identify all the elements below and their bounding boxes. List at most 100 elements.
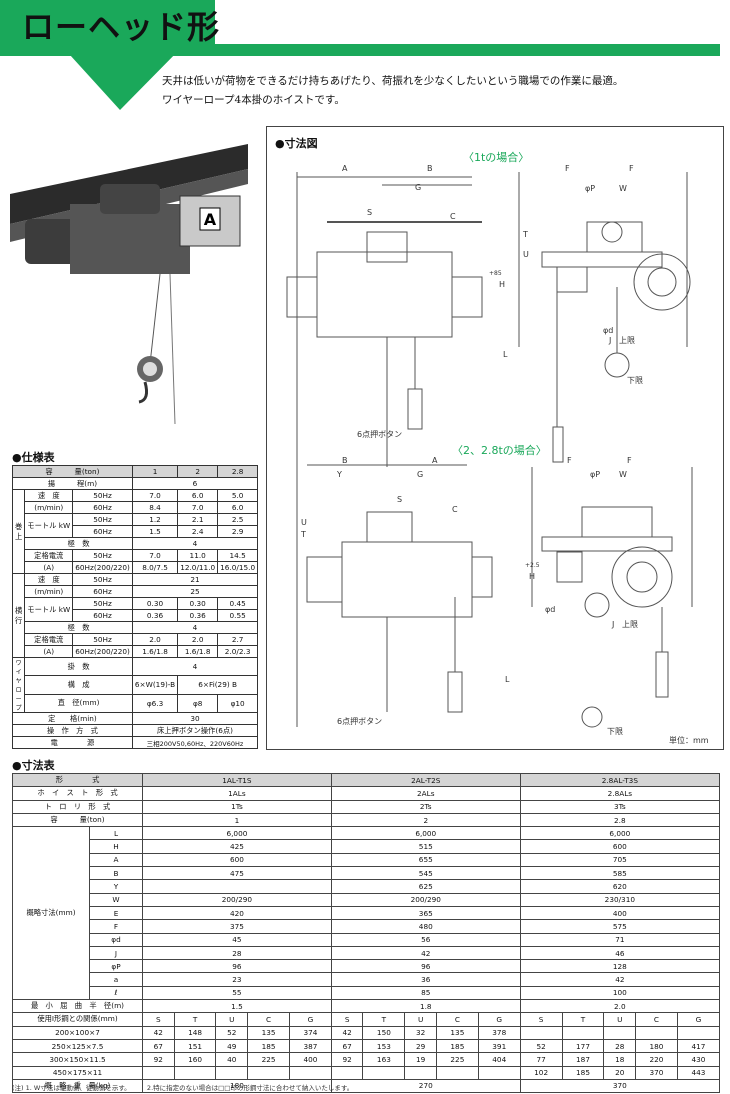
spec-cell: 60Hz(200/220) <box>72 561 133 574</box>
dims-cell: 400 <box>519 905 721 921</box>
dims-cell: G <box>676 1012 721 1027</box>
dims-cell: 2 <box>330 812 521 828</box>
dims-cell: 270 <box>330 1078 521 1094</box>
spec-cell: 定格電流 <box>24 633 74 646</box>
spec-row: モートル kW 50Hz 0.30 0.30 0.45 <box>13 597 259 622</box>
spec-cell: 4 <box>131 621 259 634</box>
dims-cell: L <box>89 826 143 841</box>
dims-cell: 40 <box>215 1052 249 1067</box>
dim-label-w2: W <box>619 470 627 479</box>
lower-limit-label-1: 下限 <box>627 376 643 385</box>
dims-cell: 443 <box>676 1065 721 1080</box>
dims-cell: 300×150×11.5 <box>12 1052 143 1067</box>
dims-cell <box>142 879 332 894</box>
dims-cell: 585 <box>519 866 721 881</box>
dims-cell: 230/310 <box>519 892 721 907</box>
spec-cell: 定格電流 <box>24 549 74 562</box>
dims-cell: 400 <box>288 1052 332 1067</box>
dim-label-j2: J <box>611 620 614 629</box>
lower-limit-label-2: 下限 <box>607 727 623 736</box>
dims-cell: 185 <box>435 1038 479 1054</box>
dims-cell: 96 <box>142 959 332 974</box>
spec-section-title: ●仕様表 <box>12 451 55 464</box>
spec-cell: 16.0/15.0 <box>217 561 259 574</box>
dims-cell: 最 小 屈 曲 半 径(m) <box>12 999 143 1014</box>
footnote: (注) 1. W寸法は駆動側、従動側を示す。 2.特に指定のない場合は□□印の形… <box>12 1084 354 1092</box>
dims-row: 容 量(ton) 1 2 2.8 <box>12 812 721 828</box>
spec-cell: 構 成 <box>24 675 133 695</box>
dims-cell: 370 <box>635 1065 678 1080</box>
dims-cell: 430 <box>676 1052 721 1067</box>
dims-cell: 151 <box>173 1038 217 1054</box>
spec-cell: 8.4 <box>131 501 179 514</box>
dims-cell: 600 <box>142 852 332 868</box>
spec-cell: 30 <box>131 712 259 725</box>
dims-cell: 1ALs <box>142 786 332 801</box>
dims-cell: 515 <box>330 839 521 854</box>
spec-row: (A) 60Hz(200/220) 1.6/1.8 1.6/1.8 2.0/2.… <box>13 645 259 658</box>
dims-cell: 19 <box>404 1052 437 1067</box>
spec-row: 60Hz 1.5 2.4 2.9 <box>13 525 259 538</box>
dim-label-c: C <box>450 212 456 221</box>
spec-cell: 速 度 <box>24 489 74 502</box>
dims-cell: U <box>404 1012 437 1027</box>
dim-label-b2: B <box>342 456 348 465</box>
dims-cell: 92 <box>142 1052 175 1067</box>
dims-cell: 42 <box>330 945 521 961</box>
dims-cell <box>173 1065 217 1080</box>
spec-cell: 操 作 方 式 <box>12 724 133 737</box>
dims-cell: T <box>362 1012 406 1027</box>
dims-cell: 163 <box>362 1052 406 1067</box>
spec-cell: 掛 数 <box>24 656 133 677</box>
dims-cell <box>561 1025 605 1040</box>
dims-cell: 150 <box>362 1025 406 1040</box>
dim-label-y: Y <box>336 470 342 479</box>
dim-label-f4: F <box>627 456 632 465</box>
dims-header-row: 形 式 1AL-T1S 2AL-T2S 2.8AL-T3S <box>12 772 721 788</box>
dims-cell: 52 <box>519 1038 563 1054</box>
title-banner <box>0 0 720 110</box>
dims-cell: 3Ts <box>519 799 721 814</box>
case2-title: 〈2、2.8tの場合〉 <box>452 444 547 457</box>
dims-cell: 655 <box>330 852 521 868</box>
spec-cell: 定 格(min) <box>12 712 133 725</box>
dims-cell: 148 <box>173 1025 217 1040</box>
dims-group-label: 概略寸法(mm) <box>12 826 90 1001</box>
dims-cell: 102 <box>519 1065 563 1080</box>
dims-cell: 375 <box>142 919 332 934</box>
dims-cell: a <box>89 972 143 987</box>
dims-section-title: ●寸法表 <box>12 759 55 772</box>
spec-cell: 2.9 <box>217 525 259 538</box>
dims-cell: 28 <box>142 945 332 961</box>
dim-label-t2: T <box>300 530 306 539</box>
spec-row: 操 作 方 式 床上押ボタン操作(6点) <box>12 724 259 737</box>
spec-cell: 6.0 <box>177 489 219 502</box>
dims-cell: φd <box>89 932 143 947</box>
photo-badge: A <box>204 210 217 229</box>
unit-label: 単位：mm <box>669 735 709 745</box>
spec-cell: 1.6/1.8 <box>131 645 179 658</box>
spec-cell: モートル kW <box>24 513 74 538</box>
spec-cell: 6.0 <box>217 501 259 514</box>
dims-cell: W <box>89 892 143 907</box>
dim-label-p: φP <box>585 184 595 193</box>
dims-cell: 417 <box>676 1038 721 1054</box>
dims-cell: 49 <box>215 1038 249 1054</box>
spec-cell: 60Hz(200/220) <box>72 645 133 658</box>
spec-group-label: ワイヤロープ <box>11 657 26 713</box>
dims-cell <box>247 1065 290 1080</box>
dims-cell: 2.8AL-T3S <box>519 772 721 788</box>
dims-cell: 100 <box>519 985 721 1001</box>
dims-cell <box>215 1065 249 1080</box>
spec-cell: 50Hz <box>72 489 133 502</box>
spec-cell: 速 度 <box>24 573 74 586</box>
spec-row: モートル kW 50Hz 1.2 2.1 2.5 <box>13 513 259 538</box>
